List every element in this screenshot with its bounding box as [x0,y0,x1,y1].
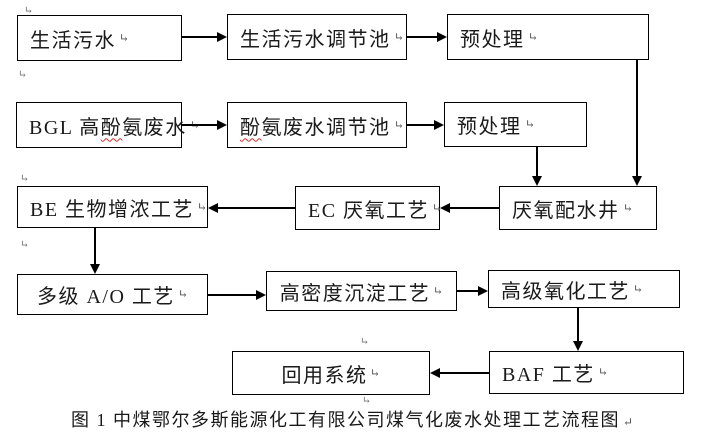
paragraph-return-mark: ↵ [18,69,28,81]
edge-distribution-well-to-ec [449,207,499,209]
edge-sedimentation-to-oxidation [457,290,479,292]
node-reuse-system: 回用系统↵ [232,351,430,395]
node-label: 生活污水调节池 [240,28,391,51]
node-pretreatment-2: 预处理↵ [444,102,587,147]
node-ec-anaerobic-process: EC 厌氧工艺↵ [295,186,442,230]
paragraph-return-mark: ↵ [119,30,130,45]
paragraph-return-mark: ↵ [597,365,608,379]
node-label: 酚氨废水调节池 [240,116,391,139]
paragraph-return-mark: ↵ [622,200,633,215]
arrowhead-distribution-well-to-ec [440,203,450,213]
paragraph-return-mark: ↵ [370,365,381,380]
paragraph-return-mark: ↵ [622,415,634,429]
edge-be-to-multistage-ao [94,228,96,265]
edge-oxidation-to-baf [577,308,579,342]
arrowhead-sedimentation-to-oxidation [478,286,488,296]
node-label: 生活污水 [30,29,116,52]
edge-phenol-tank-to-pretreatment-2 [407,124,435,126]
arrowhead-ec-to-be [208,203,218,213]
node-label: 预处理 [457,116,522,138]
edge-pretreatment-1-to-distribution-well [636,60,638,177]
arrowhead-phenol-tank-to-pretreatment-2 [434,120,444,130]
arrowhead-ao-to-sedimentation [256,290,266,300]
node-advanced-oxidation-process: 高级氧化工艺↵ [488,270,680,308]
node-label: 厌氧配水井 [512,199,620,222]
arrowhead-oxidation-to-baf [573,341,583,351]
paragraph-return-mark: ↵ [527,29,538,44]
paragraph-return-mark: ↵ [197,199,208,214]
paragraph-return-mark: ↵ [177,287,188,301]
node-anaerobic-distribution-well: 厌氧配水井↵ [499,186,657,230]
edge-domestic-sewage-to-regulating-tank [182,36,218,38]
paragraph-return-mark: ↵ [393,117,404,132]
paragraph-return-mark: ↵ [433,283,444,298]
edge-ec-to-be [217,207,295,209]
node-label: 高密度沉淀工艺 [279,282,431,305]
paragraph-return-mark: ↵ [524,117,535,131]
node-bgl-high-phenol-ammonia-wastewater: BGL 高酚氨废水↵ [16,102,200,148]
edge-baf-to-reuse [439,372,489,374]
paragraph-return-mark: ↵ [633,281,644,296]
paragraph-return-mark: ↵ [20,239,30,251]
arrowhead-regulating-tank-to-pretreatment-1 [437,32,447,42]
edge-ao-to-sedimentation [208,294,257,296]
paragraph-return-mark: ↵ [393,29,404,44]
node-label: 预处理 [460,28,525,51]
edge-regulating-tank-to-pretreatment-1 [407,36,438,38]
node-label: 多级 A/O 工艺 [36,286,175,308]
node-baf-process: BAF 工艺↵ [489,351,684,394]
node-pretreatment-1: 预处理↵ [447,14,649,60]
node-high-density-sedimentation-process: 高密度沉淀工艺↵ [266,271,457,311]
spellcheck-underline: 酚 [240,116,262,139]
arrowhead-domestic-sewage-to-regulating-tank [217,32,227,42]
paragraph-return-mark: ↵ [360,336,370,348]
arrowhead-pretreatment-1-to-distribution-well [632,176,642,186]
paragraph-return-mark: ↵ [20,173,30,185]
node-label: 回用系统 [281,364,368,387]
spellcheck-underline: 酚 [100,116,123,139]
arrowhead-be-to-multistage-ao [90,264,100,274]
edge-bgl-to-phenol-regulating-tank [182,124,218,126]
arrowhead-bgl-to-phenol-regulating-tank [217,120,227,130]
node-label: BE 生物增浓工艺 [30,198,195,221]
figure-caption-text: 图 1 中煤鄂尔多斯能源化工有限公司煤气化废水处理工艺流程图 [70,410,620,430]
node-label: 高级氧化工艺 [501,280,630,303]
edge-pretreatment-2-to-distribution-well [536,147,538,177]
node-be-bio-concentration-process: BE 生物增浓工艺↵ [17,186,208,228]
node-phenol-ammonia-regulating-tank: 酚氨废水调节池↵ [227,102,407,148]
node-domestic-sewage-regulating-tank: 生活污水调节池↵ [227,14,407,60]
arrowhead-baf-to-reuse [430,368,440,378]
arrowhead-pretreatment-2-to-distribution-well [532,176,542,186]
paragraph-return-mark: ↵ [24,5,34,17]
node-label: BGL 高酚氨废水 [29,116,187,139]
node-label: EC 厌氧工艺 [308,199,430,222]
node-multistage-ao-process: 多级 A/O 工艺↵ [17,274,208,315]
node-domestic-sewage: 生活污水↵ [17,15,182,61]
node-label: BAF 工艺 [502,364,595,386]
figure-caption: 图 1 中煤鄂尔多斯能源化工有限公司煤气化废水处理工艺流程图↵ [0,406,704,432]
